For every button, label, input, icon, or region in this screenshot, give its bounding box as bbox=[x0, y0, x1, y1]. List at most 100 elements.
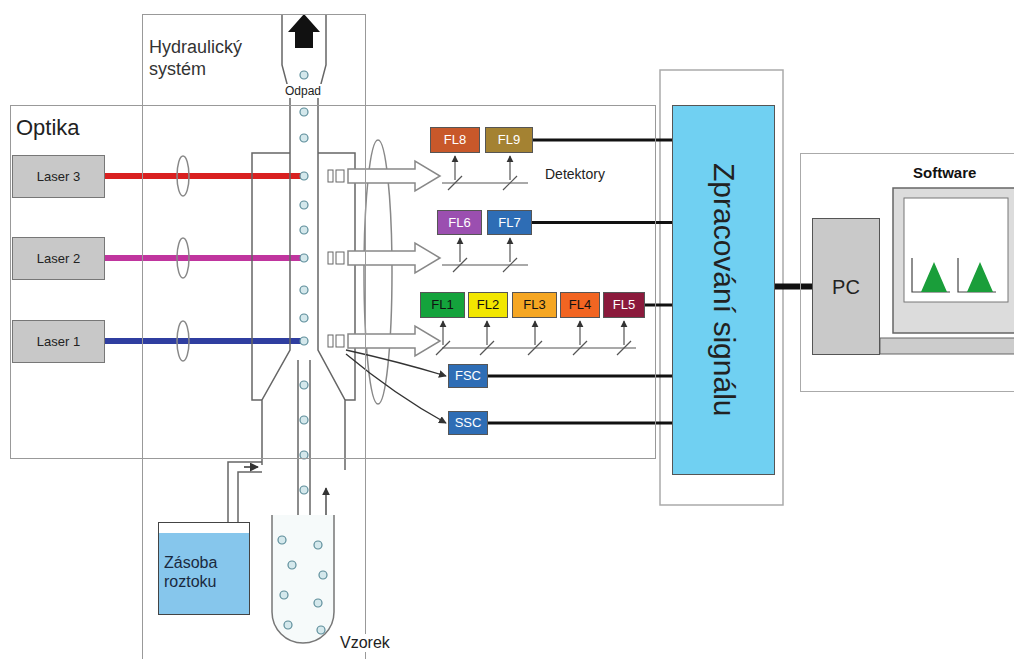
detector-box: FL4 bbox=[560, 292, 600, 318]
box-label: Laser 3 bbox=[37, 169, 80, 185]
light-arrow bbox=[348, 243, 440, 273]
box-label: FL3 bbox=[523, 297, 545, 313]
mirror-filter bbox=[442, 347, 636, 348]
detector-box: FL2 bbox=[468, 292, 508, 318]
box-label: Zpracování signálu bbox=[706, 163, 742, 416]
cell-bead bbox=[300, 201, 308, 209]
mirror-filter bbox=[442, 264, 528, 265]
cell-bead bbox=[300, 451, 308, 459]
detector-box: FL9 bbox=[485, 127, 533, 153]
cell-bead bbox=[300, 337, 308, 345]
mirror-filter bbox=[509, 156, 510, 180]
detector-box: FL5 bbox=[603, 292, 645, 318]
mirror-filter bbox=[509, 238, 510, 262]
flow-cell bbox=[262, 14, 290, 465]
light-arrow bbox=[348, 161, 440, 356]
mirror-filter bbox=[454, 156, 455, 180]
detector-slit bbox=[328, 170, 344, 347]
lens bbox=[177, 156, 189, 196]
cell-bead bbox=[319, 571, 327, 579]
cell-bead bbox=[288, 561, 296, 569]
box-label: Laser 1 bbox=[37, 334, 80, 350]
detector-slit bbox=[328, 170, 333, 182]
cell-bead bbox=[300, 486, 308, 494]
signal-wire bbox=[488, 375, 672, 378]
cell-bead bbox=[300, 226, 308, 234]
test-tube bbox=[272, 515, 334, 643]
detector-slit bbox=[336, 335, 344, 347]
flow-cell bbox=[318, 153, 355, 400]
waste-label: Odpad bbox=[283, 84, 323, 98]
cell-bead bbox=[300, 381, 308, 389]
reservoir-box: Zásoba roztoku bbox=[158, 522, 250, 615]
cell-bead bbox=[300, 286, 308, 294]
panel-title: Optika bbox=[16, 115, 80, 141]
pc-box: PC bbox=[812, 218, 880, 355]
light-arrow bbox=[348, 326, 440, 356]
test-tube bbox=[272, 515, 334, 643]
mirror-filter bbox=[442, 321, 443, 345]
detector-box: FSC bbox=[448, 364, 488, 388]
signal-wire bbox=[533, 139, 672, 142]
lens bbox=[177, 321, 189, 361]
waste-arrow bbox=[288, 14, 320, 48]
panel-title: Software bbox=[913, 164, 976, 182]
detector-box: SSC bbox=[448, 411, 488, 435]
signal-wire bbox=[775, 284, 812, 290]
hydraulic-panel: Hydraulický systémZásoba roztoku bbox=[142, 14, 366, 659]
cell-bead bbox=[314, 599, 322, 607]
cell-bead bbox=[300, 254, 308, 262]
detector-box: FL1 bbox=[420, 292, 465, 318]
cell-bead bbox=[300, 108, 308, 116]
laser-beam bbox=[105, 173, 304, 179]
detector-slit bbox=[328, 252, 333, 264]
laser-beam bbox=[105, 338, 304, 344]
detector-box: FL8 bbox=[430, 127, 480, 153]
box-label: FL1 bbox=[431, 297, 453, 313]
mirror-filter bbox=[534, 321, 535, 345]
laser-box: Laser 1 bbox=[12, 320, 105, 363]
laser-box: Laser 3 bbox=[12, 155, 105, 198]
monitor bbox=[880, 188, 1014, 354]
software-panel: SoftwarePC bbox=[800, 153, 1014, 392]
box-label: PC bbox=[832, 275, 860, 299]
cell-bead bbox=[300, 172, 308, 180]
cell-bead bbox=[284, 621, 292, 629]
box-label: FL2 bbox=[477, 297, 499, 313]
scatter-arrow bbox=[346, 350, 446, 423]
box-label: FL7 bbox=[498, 215, 520, 231]
box-label: Zásoba roztoku bbox=[164, 553, 245, 591]
waste-arrow bbox=[288, 14, 320, 48]
detector-box: FL3 bbox=[512, 292, 557, 318]
box-label: FL5 bbox=[613, 297, 635, 313]
box-label: SSC bbox=[455, 415, 482, 431]
monitor bbox=[893, 188, 1014, 333]
mirror-filter bbox=[486, 321, 487, 345]
mirror-filter bbox=[623, 321, 624, 345]
box-label: FSC bbox=[455, 368, 481, 384]
detector-box: FL6 bbox=[437, 210, 482, 235]
detector-box: FL7 bbox=[487, 210, 532, 235]
monitor bbox=[921, 262, 993, 292]
laser-box: Laser 2 bbox=[12, 237, 105, 280]
panel-title: Hydraulický systém bbox=[149, 37, 261, 80]
box-label: FL4 bbox=[569, 297, 591, 313]
flow-cell bbox=[318, 14, 345, 470]
sheath-pipe bbox=[244, 466, 258, 468]
sample-label: Vzorek bbox=[338, 634, 392, 652]
detector-slit bbox=[328, 335, 333, 347]
detector-slit bbox=[336, 252, 344, 264]
signal-processing-box: Zpracování signálu bbox=[672, 105, 775, 475]
cell-bead bbox=[280, 591, 288, 599]
scatter-arrow bbox=[346, 354, 446, 423]
laser-beam bbox=[105, 255, 304, 261]
cell-bead bbox=[300, 134, 308, 142]
cell-bead bbox=[278, 71, 327, 634]
monitor bbox=[904, 198, 1008, 302]
signal-wire bbox=[532, 221, 672, 224]
monitor bbox=[880, 338, 1014, 354]
optics-panel: OptikaLaser 3 Laser 2 Laser 1 FL8FL9FL6 FL7F… bbox=[10, 105, 656, 459]
cell-bead bbox=[300, 314, 308, 322]
cell-bead bbox=[317, 626, 325, 634]
box-label: Laser 2 bbox=[37, 251, 80, 267]
